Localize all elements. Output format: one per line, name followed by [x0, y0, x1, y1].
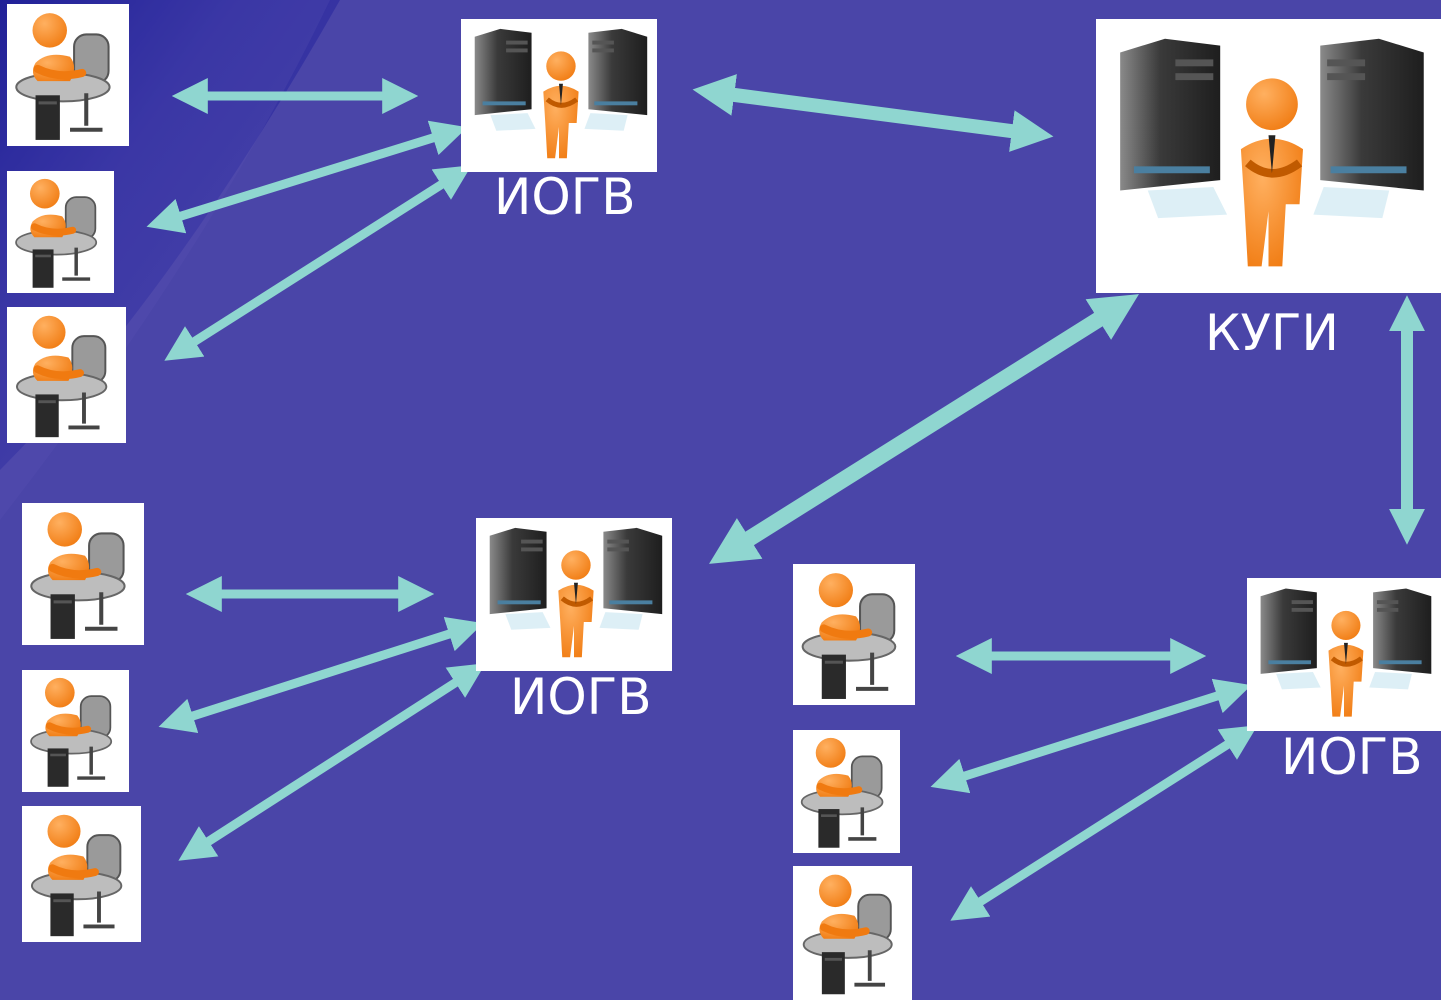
workstation-3: [7, 307, 126, 443]
user-workstation-icon: [15, 315, 108, 438]
user-workstation-icon: [15, 13, 111, 140]
label-iogv-bottom-left: ИОГВ: [510, 668, 652, 726]
user-workstation-icon: [801, 573, 897, 699]
user-workstation-icon: [30, 677, 113, 787]
workstation-1: [7, 4, 129, 146]
server-iogv-top: [461, 19, 657, 172]
server-admin-icon: [489, 527, 663, 658]
server-admin-icon: [1120, 38, 1424, 267]
user-workstation-icon: [15, 178, 98, 288]
user-workstation-icon: [30, 512, 126, 639]
label-kugi: КУГИ: [1205, 304, 1339, 362]
workstation-2: [7, 171, 114, 293]
workstation-5: [22, 670, 129, 792]
label-iogv-top: ИОГВ: [494, 168, 636, 226]
workstation-7: [793, 564, 915, 705]
server-kugi: [1096, 19, 1441, 293]
workstation-6: [22, 806, 141, 942]
server-iogv-bottom-left: [476, 518, 672, 671]
user-workstation-icon: [800, 737, 884, 848]
workstation-8: [793, 730, 900, 853]
server-admin-icon: [1260, 588, 1432, 717]
user-workstation-icon: [802, 874, 893, 995]
user-workstation-icon: [30, 814, 123, 937]
server-iogv-bottom-right: [1247, 578, 1441, 731]
workstation-4: [22, 503, 144, 645]
workstation-9: [793, 866, 912, 1000]
label-iogv-bottom-right: ИОГВ: [1281, 728, 1423, 786]
server-admin-icon: [474, 28, 648, 159]
